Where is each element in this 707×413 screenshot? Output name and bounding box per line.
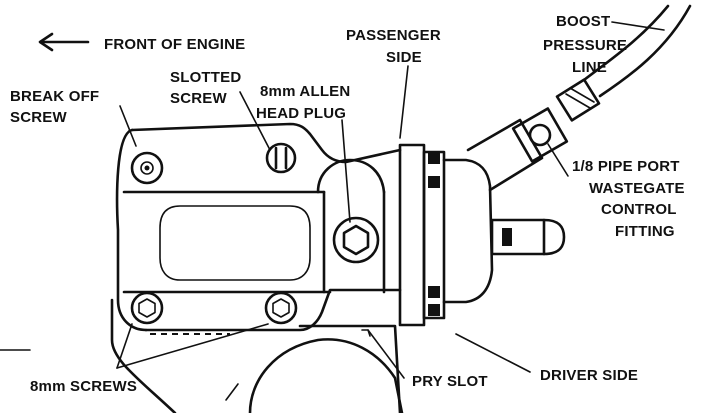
slotted-screw-label-line1: SLOTTED xyxy=(170,69,241,86)
boost-line-label-line2: PRESSURE xyxy=(543,37,627,54)
pry-slot-label: PRY SLOT xyxy=(412,373,488,390)
front-arrow-icon xyxy=(38,32,90,52)
pipe-port-label-line1: 1/8 PIPE PORT xyxy=(572,158,680,175)
actuator-flange xyxy=(398,143,446,327)
slotted-screw-label-line2: SCREW xyxy=(170,90,227,107)
screws-8mm-label: 8mm SCREWS xyxy=(30,378,137,395)
front-of-engine-label: FRONT OF ENGINE xyxy=(104,36,245,53)
driver-side-label: DRIVER SIDE xyxy=(540,367,638,384)
slotted-screw-icon xyxy=(265,142,297,174)
callout-labels: FRONT OF ENGINE PASSENGER SIDE BOOST PRE… xyxy=(10,13,685,395)
pipe-port-label-line2: WASTEGATE xyxy=(589,180,685,197)
allen-plug-label-line2: HEAD PLUG xyxy=(256,105,346,122)
boost-line-label-line1: BOOST xyxy=(556,13,610,30)
passenger-side-label-line1: PASSENGER xyxy=(346,27,441,44)
leader-lines xyxy=(0,21,665,401)
mechanical-drawing xyxy=(0,4,692,413)
wastegate-fitting-icon xyxy=(466,78,601,192)
lower-left-screw-icon xyxy=(130,291,164,325)
break-off-label-line2: SCREW xyxy=(10,109,67,126)
pipe-port-label-line3: CONTROL xyxy=(601,201,677,218)
passenger-side-label-line2: SIDE xyxy=(386,49,422,66)
boost-line-label-line3: LINE xyxy=(572,59,607,76)
lower-housing-outline xyxy=(110,298,177,413)
turbo-housing-outline xyxy=(248,338,404,413)
break-off-screw-icon xyxy=(130,151,164,185)
main-body xyxy=(115,122,402,332)
pipe-port-label-line4: FITTING xyxy=(615,223,675,240)
lower-right-screw-icon xyxy=(264,291,298,325)
break-off-label-line1: BREAK OFF xyxy=(10,88,99,105)
boost-pressure-hose xyxy=(582,4,692,98)
actuator-body xyxy=(442,158,566,304)
allen-head-plug-icon xyxy=(332,216,380,264)
housing-lower-right xyxy=(298,324,402,413)
allen-plug-label-line1: 8mm ALLEN xyxy=(260,83,350,100)
